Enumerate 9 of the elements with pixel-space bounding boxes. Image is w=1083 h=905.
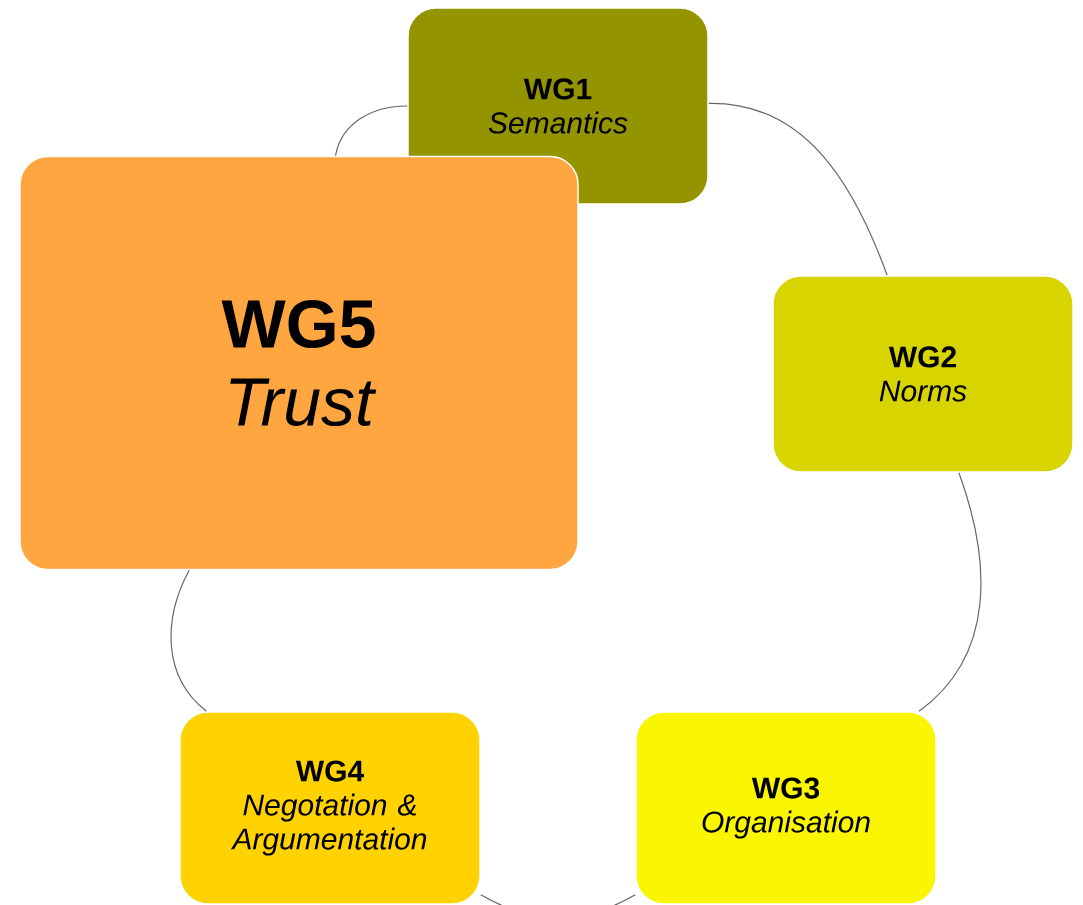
rounded-box: WG4 Negotation & Argumentation xyxy=(179,711,481,905)
rounded-box: WG3 Organisation xyxy=(635,711,937,905)
rounded-box: WG5 Trust xyxy=(19,155,579,571)
ring-arc xyxy=(334,105,408,157)
ring-arc xyxy=(480,894,636,905)
ring-arc xyxy=(918,472,982,712)
rounded-box: WG2 Norms xyxy=(772,275,1074,473)
ring-arc xyxy=(708,102,888,276)
ring-arc xyxy=(170,569,207,712)
